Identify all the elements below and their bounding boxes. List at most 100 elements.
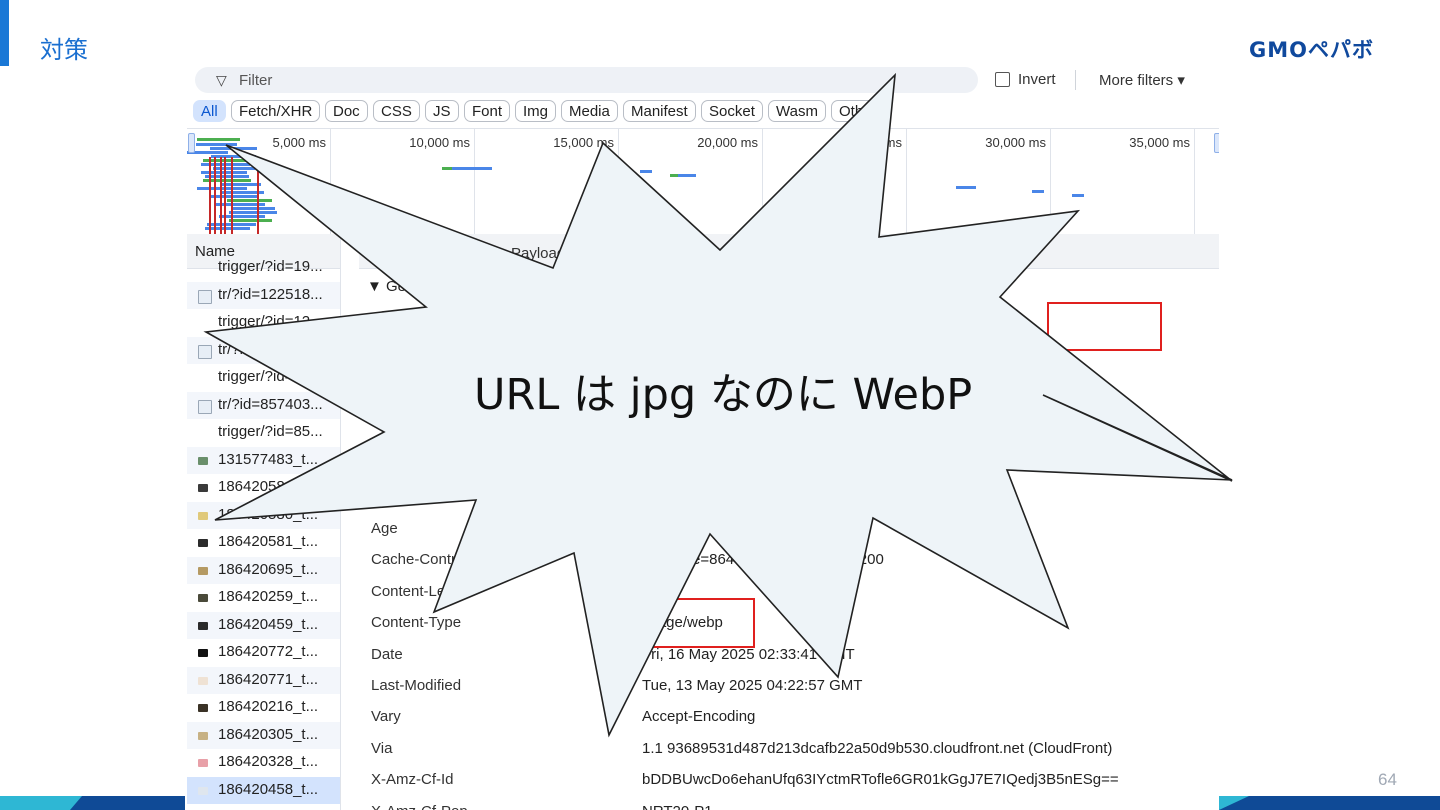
load-event-marker: [224, 157, 226, 235]
load-event-marker: [214, 157, 216, 235]
request-row[interactable]: 186420458_t...: [187, 776, 340, 804]
image-thumbnail-icon: [198, 594, 208, 602]
request-row[interactable]: 186420772_t...: [187, 639, 340, 667]
timeline-tick-label: 35,000 ms: [1129, 135, 1190, 150]
filter-chip-wasm[interactable]: Wasm: [768, 100, 826, 122]
header-value: Tue, 13 May 2025 04:22:57 GMT: [642, 677, 863, 694]
timeline-range-handle-right[interactable]: [1214, 133, 1219, 153]
request-row[interactable]: trigger/?id=85...: [187, 419, 340, 447]
request-name: 186420771_t...: [218, 670, 319, 688]
header-name: Content-Type: [371, 614, 462, 632]
accent-bar: [0, 0, 9, 66]
waterfall-bar: [197, 138, 241, 141]
request-row[interactable]: trigger/?id=19...: [187, 254, 340, 282]
image-file-icon: [198, 399, 212, 414]
response-header-row: Last-Modified Tue, 13 May 2025 04:22:57 G…: [359, 671, 1219, 702]
filter-chip-socket[interactable]: Socket: [701, 100, 763, 122]
request-name: trigger/?id=19...: [218, 258, 323, 275]
request-row[interactable]: 186420580_t...: [187, 501, 340, 529]
request-row[interactable]: 186420581_t...: [187, 474, 340, 502]
tab-payload[interactable]: Payload: [511, 245, 566, 262]
detail-tabs: Payload: [359, 234, 1219, 269]
filter-chip-media[interactable]: Media: [561, 100, 618, 122]
response-header-row: Date Fri, 16 May 2025 02:33:41 GMT: [359, 640, 1219, 671]
request-row[interactable]: 186420695_t...: [187, 556, 340, 584]
response-header-row: X-Amz-Cf-PopNRT20-P1: [359, 797, 1219, 810]
header-value: Accept-Encoding: [642, 708, 756, 726]
general-section-toggle[interactable]: ▼ General: [367, 278, 440, 295]
header-name: Last-Modified: [371, 677, 462, 694]
request-name: 186420216_t...: [218, 698, 319, 715]
image-file-icon: [198, 289, 212, 304]
request-row[interactable]: trigger/?id=52...: [187, 364, 340, 392]
request-row[interactable]: 186420305_t...: [187, 721, 340, 749]
request-row[interactable]: 186420581_t...: [187, 529, 340, 557]
filter-chip-font[interactable]: Font: [464, 100, 511, 122]
timeline-range-handle-left[interactable]: [188, 133, 195, 153]
load-event-marker: [231, 157, 233, 235]
page-number: 64: [1378, 770, 1397, 789]
response-header-row: Age: [359, 514, 1219, 545]
header-value: Fri, 16 May 2025 02:33:41 GMT: [642, 645, 855, 663]
request-name: trigger/?id=85...: [218, 423, 323, 440]
invert-checkbox[interactable]: [995, 72, 1010, 87]
image-thumbnail-icon: [198, 786, 208, 795]
request-name: 186420695_t...: [218, 560, 319, 578]
header-value: bDDBUwcDo6ehanUfq63IYctmRTofle6GR01kGgJ7…: [642, 771, 1119, 789]
request-row[interactable]: 186420216_t...: [187, 694, 340, 722]
request-row[interactable]: trigger/?id=12...: [187, 309, 340, 337]
request-name: 186420772_t...: [218, 643, 319, 660]
filter-chip-js[interactable]: JS: [425, 100, 459, 122]
request-row[interactable]: 131577483_t...: [187, 446, 340, 474]
request-row[interactable]: tr/?id=857403...: [187, 391, 340, 419]
timeline-tick-label: 25,000 ms: [841, 135, 902, 150]
waterfall-bar: [229, 219, 273, 222]
request-name: tr/?id=122518...: [218, 285, 323, 303]
filter-chip-other[interactable]: Other: [831, 100, 885, 122]
footer-band-right: [1219, 796, 1440, 810]
request-row[interactable]: tr/?id=122518...: [187, 281, 340, 309]
filter-chip-css[interactable]: CSS: [373, 100, 420, 122]
highlight-box-url: [1047, 302, 1162, 351]
timeline-tick-label: 20,000 ms: [697, 135, 758, 150]
image-thumbnail-icon: [198, 704, 208, 712]
waterfall-bar: [1032, 190, 1044, 193]
toolbar-divider: [1075, 70, 1076, 90]
header-name: Age: [371, 520, 398, 537]
filter-chip-img[interactable]: Img: [515, 100, 557, 122]
filter-input[interactable]: ▽ Filter: [195, 67, 978, 93]
request-row[interactable]: 186420328_t...: [187, 749, 340, 777]
image-file-icon: [198, 344, 212, 359]
request-row[interactable]: tr/?id=52...: [187, 336, 340, 364]
waterfall-bar: [220, 183, 262, 186]
waterfall-bar: [956, 186, 976, 189]
filter-chip-doc[interactable]: Doc: [325, 100, 368, 122]
request-row[interactable]: 186420771_t...: [187, 666, 340, 694]
filter-chip-all[interactable]: All: [193, 100, 226, 122]
filter-chip-manifest[interactable]: Manifest: [623, 100, 696, 122]
more-filters-dropdown[interactable]: More filters ▾: [1099, 72, 1185, 89]
timeline-gridline: [330, 129, 331, 235]
waterfall-bar: [231, 207, 276, 210]
waterfall-bar: [1072, 194, 1084, 197]
header-name: Vary: [371, 708, 401, 726]
request-name: 131577483_t...: [218, 450, 319, 468]
image-thumbnail-icon: [198, 456, 208, 465]
timeline-tick-label: 15,000 ms: [553, 135, 614, 150]
request-row[interactable]: 186420459_t...: [187, 611, 340, 639]
waterfall-bar: [196, 143, 237, 146]
request-list: Name trigger/?id=19...tr/?id=122518...tr…: [187, 234, 341, 810]
header-name: Date: [371, 645, 403, 663]
request-row[interactable]: 186420259_t...: [187, 584, 340, 612]
response-header-row: Vary Accept-Encoding: [359, 702, 1219, 733]
timeline-gridline: [762, 129, 763, 235]
waterfall-bar: [678, 174, 696, 177]
request-name: 186420459_t...: [218, 615, 319, 633]
filter-chip-fetch-xhr[interactable]: Fetch/XHR: [231, 100, 321, 122]
footer-band-left: [0, 796, 185, 810]
